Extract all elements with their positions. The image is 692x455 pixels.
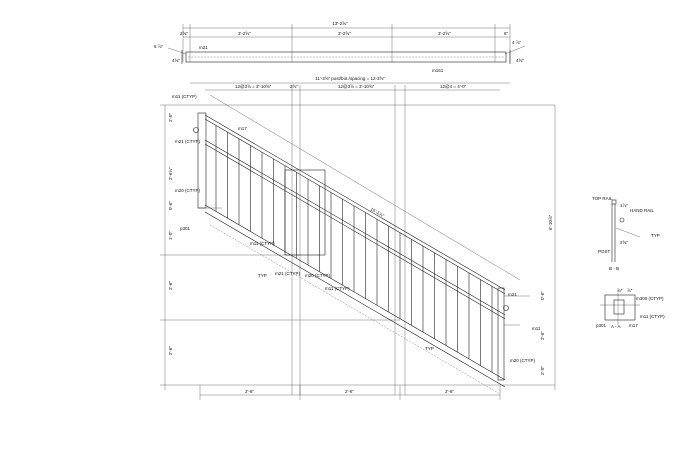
member-tag: m11 (CTYP) [250, 241, 275, 246]
plan-dim: 4⅝" [172, 58, 180, 63]
label: POST [598, 249, 611, 254]
plan-dim: 2⅝" [180, 31, 188, 36]
tag: m17 [629, 323, 638, 328]
plan-overall-dim: 13'-2⅝" [332, 21, 348, 26]
plan-tag: m161 [432, 68, 444, 73]
member-tag: m11 (CTYP) [172, 94, 197, 99]
member-tag: m11 [532, 326, 541, 331]
dim: 2⅝" [620, 240, 628, 245]
right-dim: 2'-0" [540, 366, 545, 375]
section-b-b: TOP RAIL HAND RAIL TYP POST 1⅞" 2⅝" B - … [592, 196, 660, 271]
left-dim: 0'-6" [168, 201, 173, 210]
member-tag: TYP [425, 346, 434, 351]
left-dim: 2'-6" [168, 346, 173, 355]
member-tag: m21 (CTYP) [175, 139, 201, 144]
rail-end-cap [193, 127, 199, 133]
member-tag: m11 (CTYP) [325, 286, 350, 291]
right-dim: 2'-6" [540, 331, 545, 340]
spacing-dim: 12@4 = 4'-0" [440, 84, 467, 89]
top-dim: 11'-3⅝" post/bot./spacing = 12-3⅝" [315, 76, 385, 81]
member-tag: m20 (CTYP) [305, 273, 331, 278]
dim: 1⅞" [620, 203, 628, 208]
bottom-rail [204, 204, 506, 381]
gate-frame [284, 169, 326, 256]
bottom-dim: 2'-6" [245, 389, 254, 394]
tag: p301 [596, 323, 607, 328]
member-tag: p301 [180, 226, 191, 231]
plan-tag: m21 [199, 45, 208, 50]
left-dim: 2'-6⅝" [168, 167, 173, 180]
member-tag: m20 (CTYP) [510, 358, 536, 363]
dim: ⅞" [617, 288, 623, 293]
spacing-dim: 12@3⅞ = 3'-10⅝" [235, 84, 272, 89]
height-dim: 6'-10⅞" [548, 214, 553, 230]
right-dim: 0'-6" [540, 291, 545, 300]
top-rail-edge [204, 118, 506, 295]
member-tag: m21 (CTYP) [275, 271, 301, 276]
rail-end-cap [503, 305, 509, 311]
label: TYP [651, 233, 660, 238]
hand-rail-edge [204, 143, 506, 320]
member-tag: m17 [238, 126, 247, 131]
tag: m300 (CTYP) [636, 296, 664, 301]
tag: m11 (CTYP) [640, 314, 665, 319]
plan-dim: 3'-2⅝" [238, 31, 251, 36]
label: TOP RAIL [592, 196, 613, 201]
plan-dim: 6 ⅞" [154, 44, 164, 49]
label: HAND RAIL [630, 208, 655, 213]
bottom-dim: 2'-6" [345, 389, 354, 394]
member-tag: m20 (CTYP) [175, 188, 201, 193]
plan-dim: 3'-2⅝" [338, 31, 351, 36]
plan-dim: 4 ⅞" [512, 40, 522, 45]
section-title: B - B [609, 266, 619, 271]
stringer-hidden-line [209, 224, 501, 395]
elevation-view: 11'-3⅝" post/bot./spacing = 12-3⅝" 12@3⅞… [160, 76, 556, 400]
spacing-dim: 12@3⅞ = 3'-10⅝" [338, 84, 375, 89]
member-tag: m21 [508, 292, 517, 297]
plan-dim: 6" [504, 31, 509, 36]
section-title: A - A [611, 324, 621, 329]
member-tag: TYP [258, 273, 267, 278]
left-dim: 2'-0" [168, 113, 173, 122]
hand-rail [204, 139, 506, 316]
left-dim: 1'-0" [168, 231, 173, 240]
bottom-dim: 2'-6" [445, 389, 454, 394]
plan-dim: 4⅝" [516, 58, 524, 63]
section-a-a: ⅞" ⅞" m300 (CTYP) p301 m17 m11 (CTYP) A … [596, 288, 665, 329]
gap-dim: 2⅝" [290, 84, 298, 89]
left-dim: 2'-6" [168, 281, 173, 290]
stringer-line [204, 211, 506, 388]
plan-view: 13'-2⅝" 2⅝" 3'-2⅝" 3'-2⅝" 3'-2⅝" 6" 6 ⅞"… [154, 21, 526, 73]
top-rail [204, 114, 506, 291]
dim: ⅞" [627, 288, 633, 293]
plan-dim: 3'-2⅝" [438, 31, 451, 36]
